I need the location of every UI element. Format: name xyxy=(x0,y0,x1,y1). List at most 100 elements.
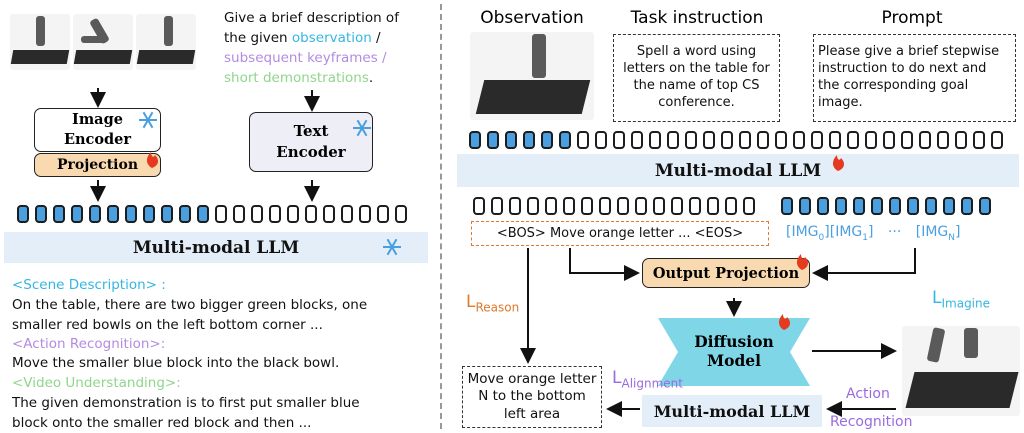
token xyxy=(269,205,281,223)
token xyxy=(829,131,841,149)
token xyxy=(89,205,101,223)
loss-alignment: LAlignment xyxy=(612,368,683,391)
img-token-0: [IMG0] xyxy=(786,224,830,243)
image-encoder-box: Image Encoder xyxy=(34,108,161,152)
token xyxy=(991,131,1003,149)
token xyxy=(871,197,883,215)
token xyxy=(17,205,29,223)
token xyxy=(563,197,575,215)
token xyxy=(305,205,317,223)
token xyxy=(509,197,521,215)
right-img-token-row xyxy=(781,197,991,215)
token xyxy=(757,131,769,149)
token xyxy=(395,205,407,223)
arrow-img-to-projection xyxy=(812,248,916,281)
diffusion-model-label: Diffusion Model xyxy=(694,332,774,370)
observation-image xyxy=(470,32,594,120)
loss-reason: LReason xyxy=(466,292,520,315)
token xyxy=(649,131,661,149)
action-recognition-label-2: Recognition xyxy=(830,414,913,430)
answer-text: Move orange letter N to the bottom left … xyxy=(467,370,597,422)
token xyxy=(667,131,679,149)
text-encoder-box: Text Encoder xyxy=(249,112,373,172)
token xyxy=(595,131,607,149)
token xyxy=(883,131,895,149)
token xyxy=(143,205,155,223)
token xyxy=(653,197,665,215)
prompt-box: Please give a brief stepwise instruction… xyxy=(813,34,1016,122)
text-encoder-label: Text Encoder xyxy=(276,122,346,161)
token xyxy=(707,197,719,215)
token xyxy=(545,197,557,215)
token xyxy=(505,131,517,149)
token xyxy=(469,131,481,149)
bottom-llm-title: Multi-modal LLM xyxy=(653,401,811,421)
prompt-line-4: short demonstrations. xyxy=(224,70,374,86)
token xyxy=(523,131,535,149)
video-understanding-tag: <Video Understanding>: xyxy=(12,375,181,391)
img-token-1: [IMG1] xyxy=(829,224,874,243)
token xyxy=(835,197,847,215)
image-encoder-label: Image Encoder xyxy=(63,111,132,148)
task-instruction-text: Spell a word using letters on the table … xyxy=(623,44,770,110)
token xyxy=(973,131,985,149)
token xyxy=(487,131,499,149)
token xyxy=(599,197,611,215)
token xyxy=(197,205,209,223)
token xyxy=(559,131,571,149)
action-recognition-label-1: Action xyxy=(846,386,890,402)
right-llm-title: Multi-modal LLM xyxy=(654,160,822,181)
scene-description-text-2: smaller red bowls on the left bottom cor… xyxy=(12,317,323,333)
panel-divider xyxy=(440,4,442,429)
description-prompt: Give a brief description of the given ob… xyxy=(224,8,434,88)
video-understanding-text-2: block onto the smaller red block and the… xyxy=(12,415,312,431)
scene-description-tag: <Scene Description> : xyxy=(12,277,166,293)
loss-imagine: LImagine xyxy=(932,288,991,311)
token xyxy=(703,131,715,149)
token xyxy=(961,197,973,215)
bottom-llm-bar: Multi-modal LLM xyxy=(642,395,822,427)
sequence-text: <BOS> Move orange letter ... <EOS> xyxy=(496,226,744,241)
video-understanding-text-1: The given demonstration is to first put … xyxy=(12,395,360,411)
img-token-dots: ··· xyxy=(887,224,902,240)
token xyxy=(541,131,553,149)
token xyxy=(377,205,389,223)
token xyxy=(979,197,991,215)
robot-image-2 xyxy=(73,14,133,70)
token xyxy=(865,131,877,149)
token xyxy=(775,131,787,149)
observation-header: Observation xyxy=(480,8,584,28)
projection-label: Projection xyxy=(56,157,139,173)
token xyxy=(739,131,751,149)
left-outputs: <Scene Description> : On the table, ther… xyxy=(12,275,432,433)
arrow-seq-to-projection xyxy=(569,248,640,281)
prompt-line-2: the given observation / xyxy=(224,30,381,46)
token xyxy=(919,131,931,149)
token xyxy=(617,197,629,215)
prompt-line-1: Give a brief description of xyxy=(224,10,399,26)
token xyxy=(581,197,593,215)
left-token-row xyxy=(17,205,407,223)
token xyxy=(793,131,805,149)
token xyxy=(287,205,299,223)
token xyxy=(577,131,589,149)
token xyxy=(847,131,859,149)
token xyxy=(473,197,485,215)
token xyxy=(671,197,683,215)
token xyxy=(907,197,919,215)
img-token-n: [IMGN] xyxy=(915,224,961,243)
prompt-header: Prompt xyxy=(881,8,943,28)
token xyxy=(799,197,811,215)
task-instruction-header: Task instruction xyxy=(630,8,764,28)
token xyxy=(251,205,263,223)
prompt-text: Please give a brief stepwise instruction… xyxy=(818,44,1000,110)
token xyxy=(215,205,227,223)
token xyxy=(811,131,823,149)
robot-image-3 xyxy=(136,14,196,70)
prompt-line-3: subsequent keyframes / xyxy=(224,50,387,66)
token xyxy=(817,197,829,215)
token xyxy=(323,205,335,223)
token xyxy=(125,205,137,223)
token xyxy=(781,197,793,215)
token xyxy=(179,205,191,223)
